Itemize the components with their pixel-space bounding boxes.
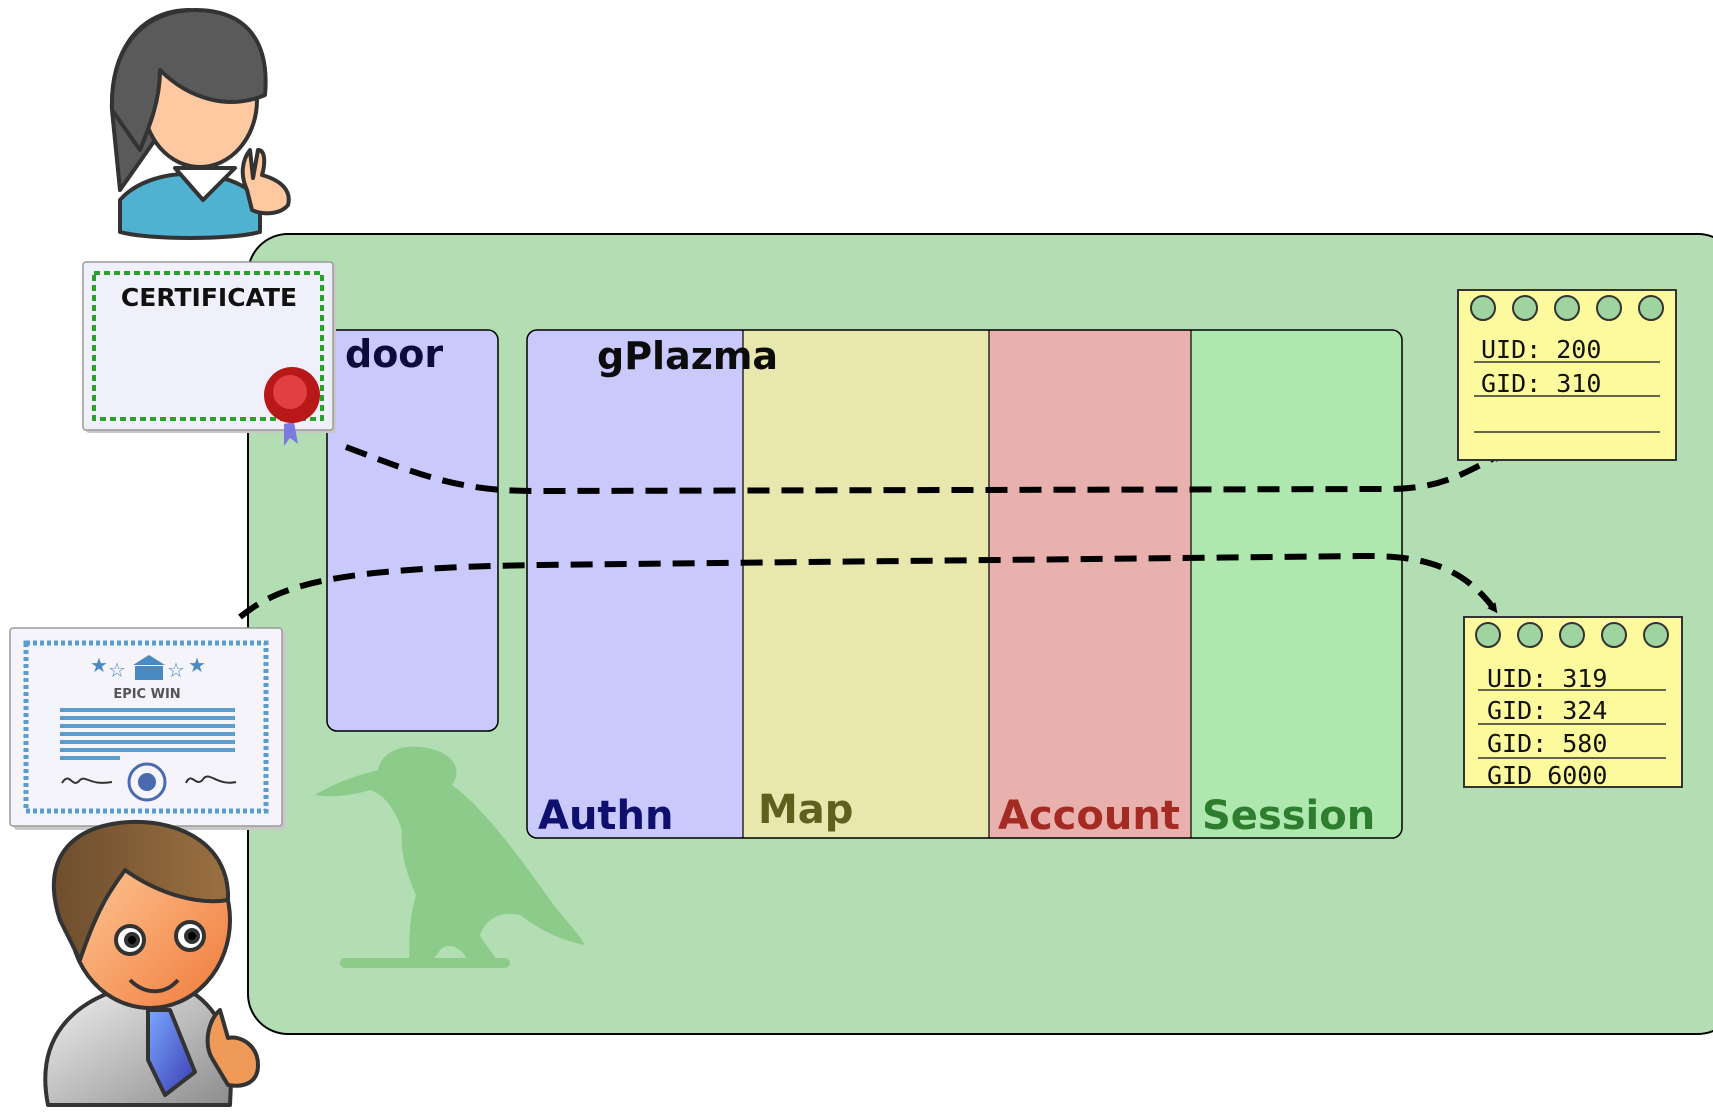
note-line: UID: 200 [1481, 335, 1601, 364]
flow-arrow-diploma [238, 552, 1498, 620]
note-line: GID 6000 [1487, 761, 1607, 790]
svg-text:☆: ☆ [167, 658, 185, 682]
wax-seal-icon [264, 367, 320, 446]
gplazma-title: gPlazma [597, 334, 778, 378]
svg-text:☆: ☆ [108, 658, 126, 682]
phase-label-session: Session [1202, 793, 1375, 839]
phase-label-authn: Authn [538, 793, 674, 839]
note-line: GID: 580 [1487, 729, 1607, 758]
bird-watermark-icon [315, 746, 585, 968]
svg-text:★: ★ [90, 653, 108, 677]
diploma-title: EPIC WIN [113, 687, 180, 702]
note-line: GID: 310 [1481, 369, 1601, 398]
certificate-title: CERTIFICATE [121, 283, 297, 312]
note-uid-319: UID: 319 GID: 324 GID: 580 GID 6000 [1463, 616, 1683, 790]
flow-arrow-certificate [344, 444, 1504, 495]
note-line: GID: 324 [1487, 696, 1607, 725]
note-line: UID: 319 [1487, 664, 1607, 693]
note-uid-200: UID: 200 GID: 310 [1457, 289, 1677, 461]
phase-label-map: Map [758, 787, 853, 833]
certificate-icon [82, 261, 336, 446]
diploma-icon: ★ ☆ ☆ ★ [9, 627, 286, 830]
door-label: door [345, 332, 443, 376]
door-box [326, 329, 499, 732]
phase-label-account: Account [998, 793, 1180, 839]
svg-text:★: ★ [188, 653, 206, 677]
woman-user-icon [109, 8, 291, 240]
gplazma-box [526, 329, 1403, 839]
man-user-icon [43, 819, 260, 1107]
